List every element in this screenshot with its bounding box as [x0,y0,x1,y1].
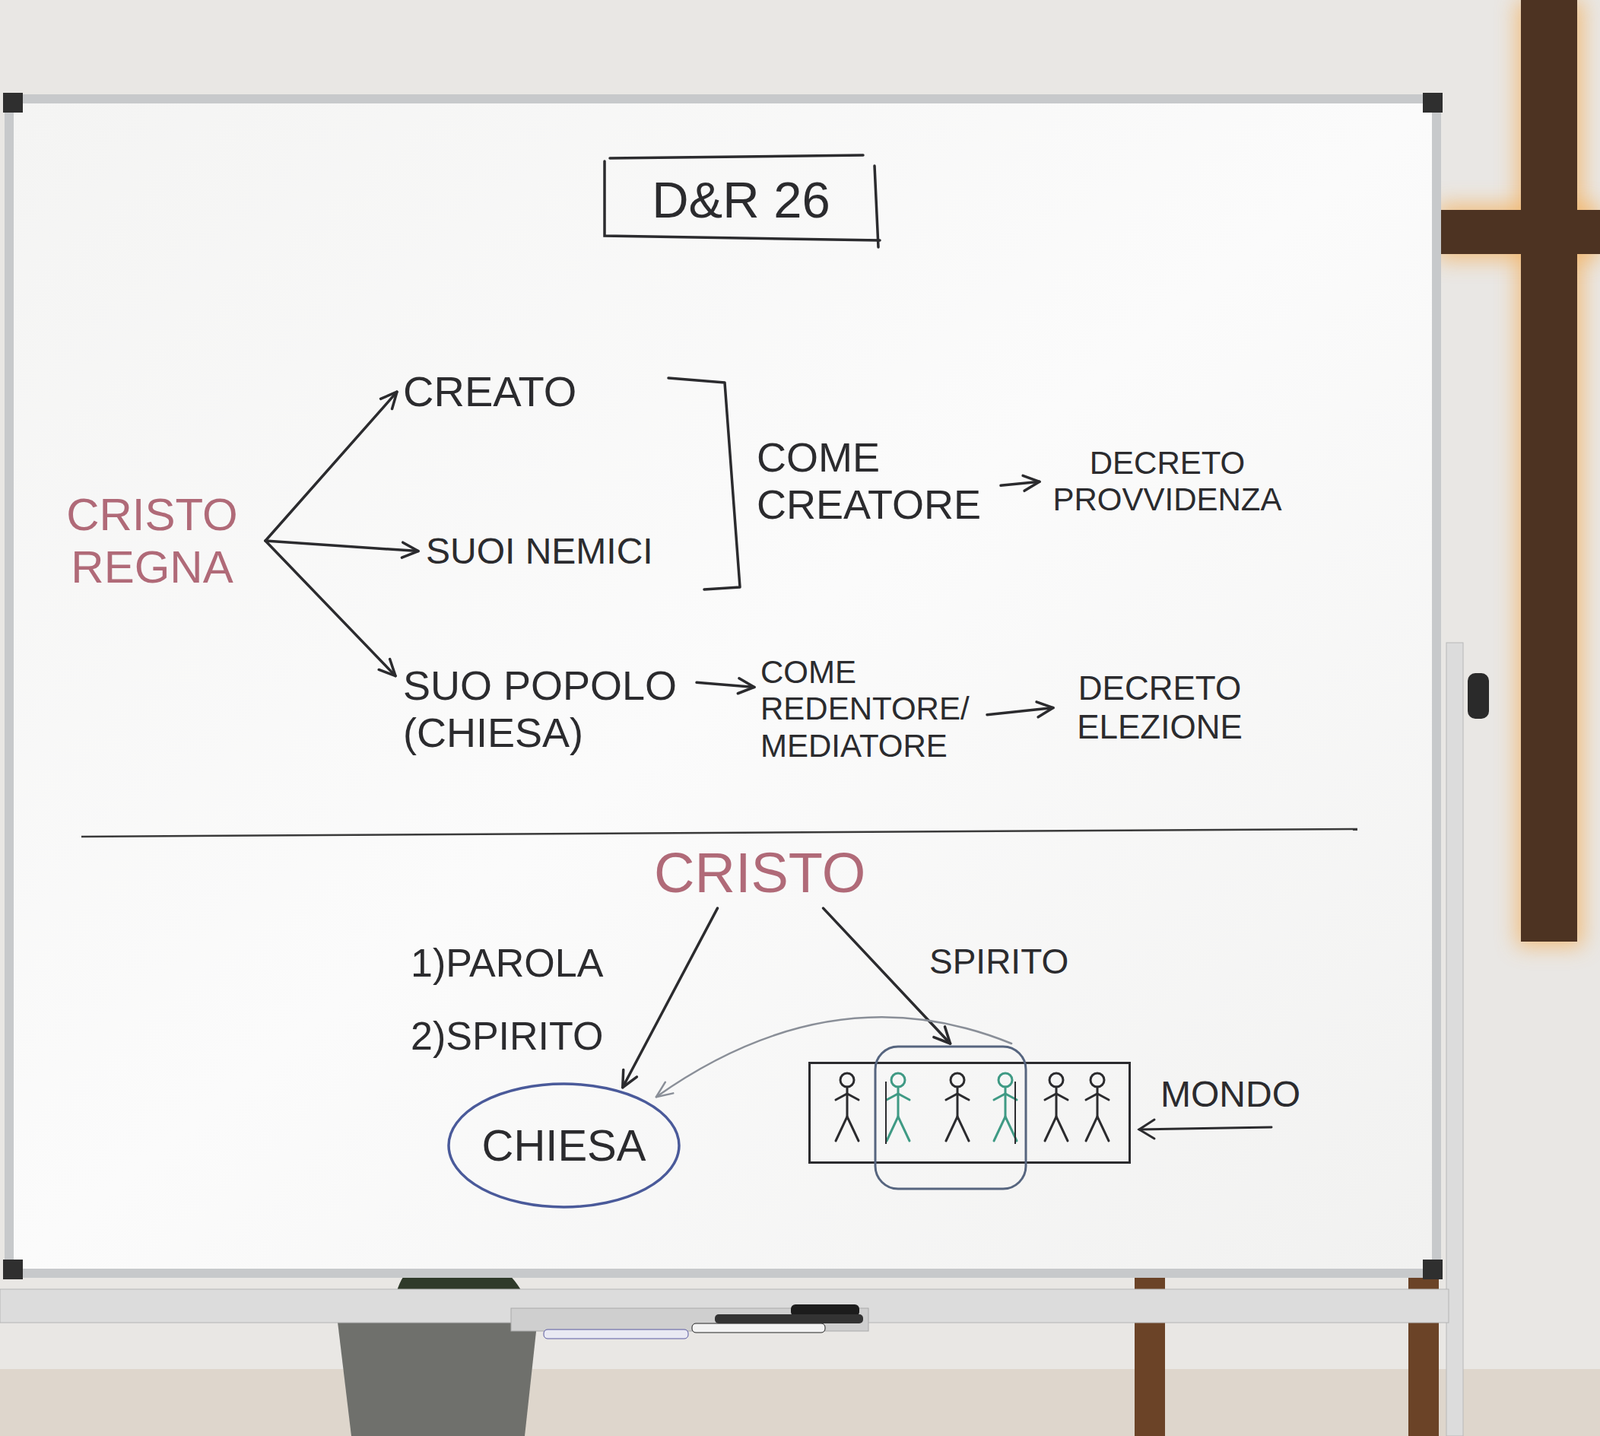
board-drawing [874,165,879,248]
board-frame [4,94,1442,1278]
stick-figure [993,1073,1017,1141]
branch-text: SUOI NEMICI [425,530,654,572]
node-text: DECRETO ELEZIONE [1060,669,1259,747]
board-drawing [1044,1116,1068,1141]
stick-figure [946,1073,969,1141]
board-drawing [1085,1116,1109,1141]
board-drawing [1520,0,1578,942]
board-drawing [3,1259,23,1280]
arrow-connector [622,907,718,1088]
decree-text: DECRETO ELEZIONE [1060,669,1259,747]
board-drawing [1090,1073,1105,1087]
board-drawing [886,1093,910,1100]
node-text: CHIESA [482,1120,647,1172]
board-surface [13,103,1432,1269]
board-drawing [3,92,23,113]
branch-text: CREATO [403,367,577,416]
board-drawing [543,1329,689,1339]
branch-text: SUO POPOLO (CHIESA) [403,661,693,756]
node-text: SUO POPOLO (CHIESA) [403,661,693,756]
world-figures [808,1061,1131,1164]
board-drawing [1437,203,1600,261]
diagram-title: D&R 26 [602,171,880,229]
board-drawing [946,1116,969,1141]
board-drawing [998,1073,1013,1087]
arrow-connector [656,1016,1012,1097]
church-ellipse: CHIESA [446,1081,682,1210]
plant-pot [334,1259,540,1436]
edge-label: 1)PAROLA 2)SPIRITO [410,926,628,1073]
board-drawing [1003,1086,1007,1117]
node-text: CREATO [403,367,577,416]
stick-figure [1044,1073,1068,1141]
board-drawing [993,1093,1017,1100]
board-drawing [1049,1073,1064,1087]
arrow-connector [265,391,397,541]
node-text: COME REDENTORE/ MEDIATORE [760,653,981,765]
arrow-connector [1000,481,1040,486]
board-drawing [946,1093,969,1100]
stick-figure [886,1073,910,1141]
board-drawing [714,1314,864,1324]
mondo-pointer [1139,1119,1272,1139]
board-drawing [886,1116,910,1141]
board-drawing [955,1086,959,1117]
stand-knob [1467,673,1489,719]
arrow-connector [987,707,1054,715]
node-text: CRISTO [653,840,866,905]
board-drawing [835,1093,859,1100]
board-drawing [845,1086,848,1117]
edge-label: SPIRITO [929,941,1069,982]
stick-figure [1085,1073,1109,1141]
heading-text: CRISTO REGNA [41,488,263,594]
board-drawing [0,1288,1449,1323]
arrow-connector [265,540,396,677]
board-drawing [1437,209,1600,254]
board-drawing [1139,1119,1155,1139]
node-text: COME CREATORE [756,433,997,528]
marker-tray [0,1288,1449,1339]
board-drawing [1054,1086,1058,1117]
floor [0,1368,1600,1436]
board-drawing [950,1073,965,1087]
board-drawing [692,1323,826,1333]
board-drawing [1085,1093,1109,1100]
heading-text: CRISTO [653,840,866,905]
ellipse-outline-shape [448,1083,680,1207]
board-drawing [1516,0,1584,947]
arrow-connector [265,540,419,552]
board-drawing [1422,1259,1443,1280]
board-drawing [1095,1086,1099,1117]
board-drawing [840,1073,854,1087]
board-drawing [1044,1093,1068,1100]
node-text: SUOI NEMICI [425,530,654,572]
board-drawing [891,1073,905,1087]
board-drawing [835,1116,859,1141]
board-drawing [1422,92,1443,113]
node-text: DECRETO PROVVIDENZA [1045,444,1289,519]
arrow-connector [696,682,755,687]
role-text: COME CREATORE [756,433,997,528]
divider-line [81,828,1358,837]
curly-bracket [668,377,740,590]
board-drawing [993,1116,1017,1141]
frame-corners [3,92,1443,1280]
node-text: MONDO [1160,1073,1301,1115]
board-drawing [1139,1126,1272,1130]
elect-group-outline [875,1046,1026,1189]
stick-figure [835,1073,859,1141]
divider-marks [885,1081,1016,1144]
world-box: MONDO [808,1061,1131,1164]
board-drawing [896,1086,899,1117]
role-text: COME REDENTORE/ MEDIATORE [760,653,981,765]
board-drawing [609,155,864,159]
decree-text: DECRETO PROVVIDENZA [1045,444,1289,519]
node-text: CRISTO REGNA [41,488,263,594]
